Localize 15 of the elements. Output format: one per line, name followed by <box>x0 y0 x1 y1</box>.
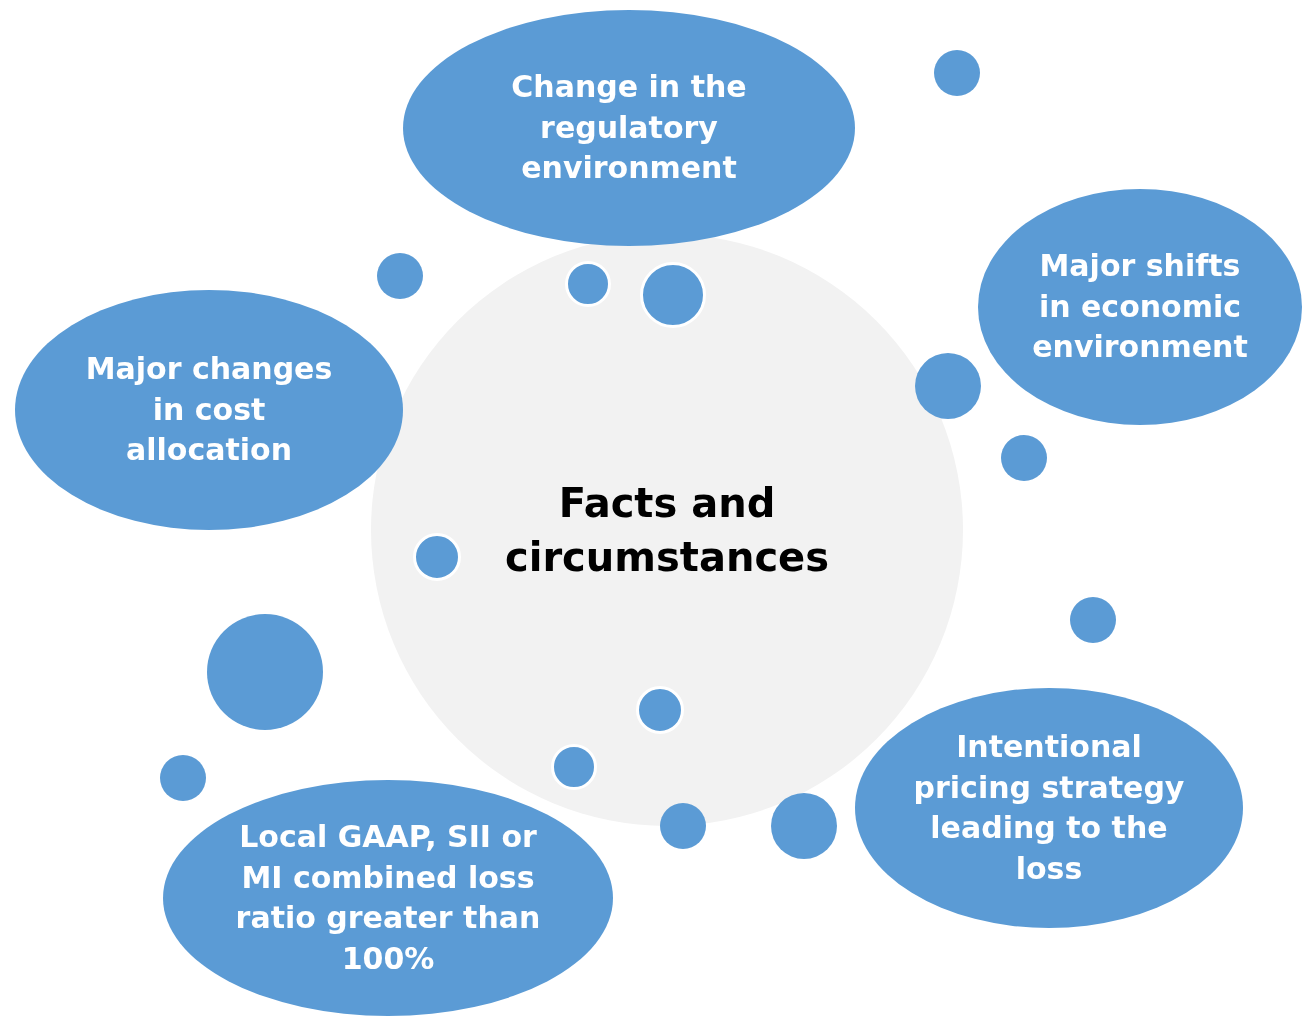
small-bubble <box>636 686 684 734</box>
small-bubble <box>551 744 597 790</box>
small-bubble <box>413 533 461 581</box>
small-bubble <box>160 755 206 801</box>
small-bubble <box>1001 435 1047 481</box>
small-bubble <box>934 50 980 96</box>
bubble-label: Local GAAP, SII or MI combined loss ratio greater than 100% <box>234 818 542 978</box>
small-bubble <box>1070 597 1116 643</box>
bubble-label: Change in the regulatory environment <box>510 68 748 188</box>
small-bubble <box>660 803 706 849</box>
small-bubble <box>565 261 611 307</box>
bubble-label: Major changes in cost allocation <box>84 350 334 470</box>
center-label: Facts and circumstances <box>503 479 831 582</box>
bubble-label: Intentional pricing strategy leading to the loss <box>912 728 1186 888</box>
bubble-label: Major shifts in economic environment <box>1031 247 1249 367</box>
